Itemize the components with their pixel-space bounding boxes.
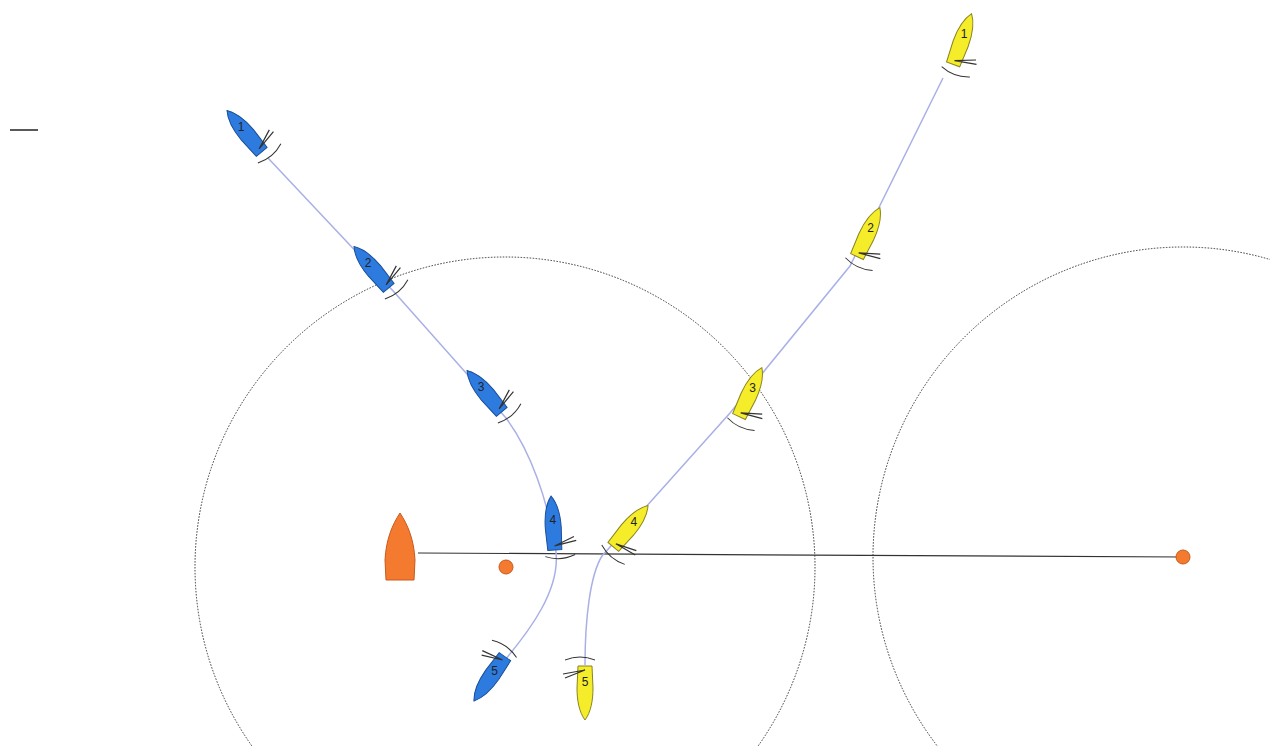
committee-boat <box>385 513 415 580</box>
sailboat <box>219 96 284 165</box>
mark-buoy <box>1176 550 1190 564</box>
sailboat <box>726 363 782 434</box>
position-number: 1 <box>238 121 245 133</box>
finish-line <box>418 553 1183 557</box>
position-number: 4 <box>549 514 556 526</box>
sailboat <box>600 499 665 568</box>
sailboat <box>563 657 595 720</box>
margin-mark <box>10 129 38 131</box>
position-number: 5 <box>491 665 498 677</box>
position-number: 2 <box>867 222 874 234</box>
sailboat <box>844 203 900 274</box>
position-number: 4 <box>631 516 638 528</box>
sailboat <box>456 637 518 707</box>
blue-track <box>268 158 556 660</box>
position-number: 3 <box>749 382 756 394</box>
position-number: 3 <box>478 381 485 393</box>
sailboat <box>346 232 411 301</box>
sailboat <box>541 495 577 560</box>
sailboat <box>459 356 524 425</box>
position-number: 1 <box>961 28 968 40</box>
mark-buoy <box>499 560 513 574</box>
zone-circle <box>873 247 1270 746</box>
sailboat <box>941 10 993 80</box>
position-number: 5 <box>582 676 589 688</box>
position-number: 2 <box>365 257 372 269</box>
yellow-track <box>585 78 943 665</box>
zone-circle <box>195 257 815 746</box>
